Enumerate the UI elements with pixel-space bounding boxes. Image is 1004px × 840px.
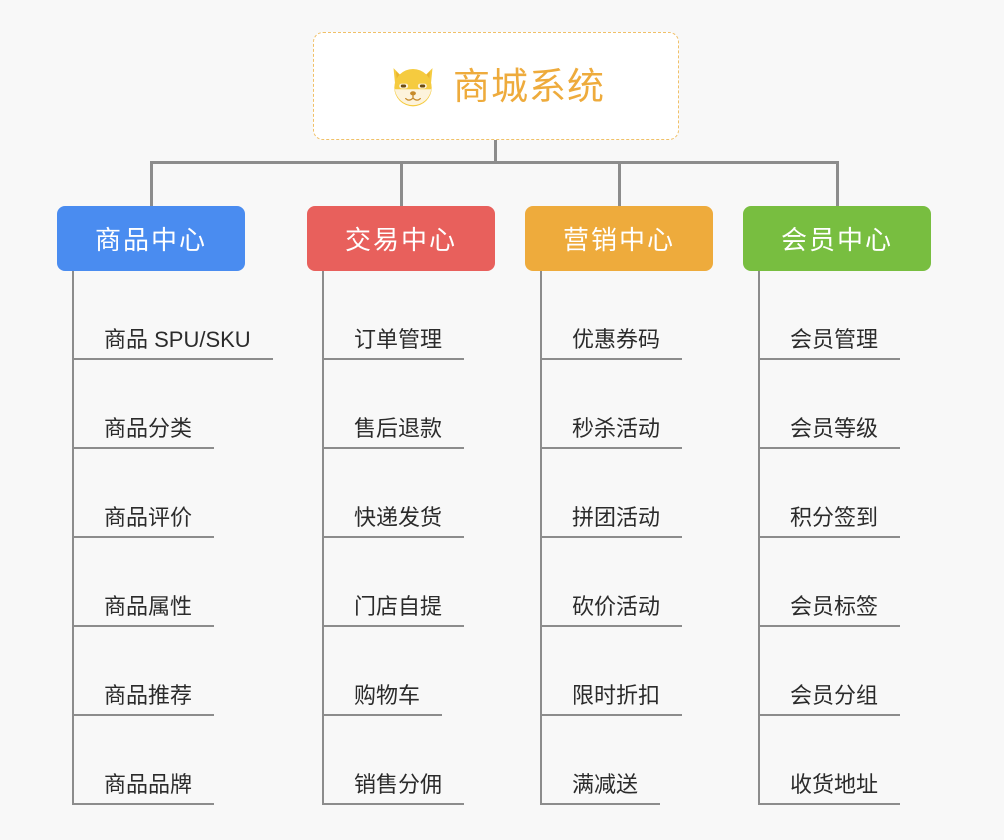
leaf-label: 商品属性 [104,593,193,619]
list-item[interactable]: 会员标签 [760,538,931,627]
list-item[interactable]: 收货地址 [760,716,931,805]
leaf-list-1: 商品 SPU/SKU 商品分类 商品评价 商品属性 商品推荐 商品品牌 [72,271,273,805]
leaf-label: 商品品牌 [104,771,193,797]
list-item[interactable]: 积分签到 [760,449,931,538]
root-title: 商城系统 [453,65,605,107]
list-item[interactable]: 订单管理 [324,271,495,360]
connector-branch-4 [836,161,839,208]
branch-product-center: 商品中心 商品 SPU/SKU 商品分类 商品评价 商品属性 商品推荐 商品品牌 [57,206,273,805]
list-item[interactable]: 优惠券码 [542,271,713,360]
leaf-label: 会员分组 [790,682,879,708]
leaf-label: 满减送 [572,771,639,797]
connector-branch-1 [150,161,153,208]
connector-root-stem [494,140,497,163]
connector-horizontal-bus [150,161,838,164]
list-item[interactable]: 商品分类 [74,360,273,449]
branch-header-2[interactable]: 交易中心 [307,206,495,271]
list-item[interactable]: 会员管理 [760,271,931,360]
list-item[interactable]: 商品品牌 [74,716,273,805]
leaf-label: 快递发货 [354,504,443,530]
leaf-label: 购物车 [354,682,421,708]
list-item[interactable]: 会员等级 [760,360,931,449]
leaf-label: 秒杀活动 [572,415,661,441]
leaf-label: 订单管理 [354,326,443,352]
branch-marketing-center: 营销中心 优惠券码 秒杀活动 拼团活动 砍价活动 限时折扣 满减送 [525,206,713,805]
leaf-label: 限时折扣 [572,682,661,708]
list-item[interactable]: 门店自提 [324,538,495,627]
list-item[interactable]: 商品评价 [74,449,273,538]
branch-header-label-2: 交易中心 [344,225,457,255]
list-item[interactable]: 销售分佣 [324,716,495,805]
list-item[interactable]: 拼团活动 [542,449,713,538]
leaf-label: 积分签到 [790,504,879,530]
list-item[interactable]: 商品 SPU/SKU [74,271,273,360]
leaf-label: 商品推荐 [104,682,193,708]
branch-header-label-4: 会员中心 [780,225,893,255]
leaf-label: 拼团活动 [572,504,661,530]
list-item[interactable]: 售后退款 [324,360,495,449]
leaf-list-2: 订单管理 售后退款 快递发货 门店自提 购物车 销售分佣 [322,271,495,805]
branch-trade-center: 交易中心 订单管理 售后退款 快递发货 门店自提 购物车 销售分佣 [307,206,495,805]
branch-member-center: 会员中心 会员管理 会员等级 积分签到 会员标签 会员分组 收货地址 [743,206,931,805]
branch-header-label-1: 商品中心 [94,225,207,255]
list-item[interactable]: 会员分组 [760,627,931,716]
leaf-label: 销售分佣 [354,771,443,797]
leaf-label: 商品 SPU/SKU [104,326,251,352]
leaf-label: 会员标签 [790,593,879,619]
branch-header-3[interactable]: 营销中心 [525,206,713,271]
root-node[interactable]: 商城系统 [313,32,679,140]
leaf-label: 会员等级 [790,415,879,441]
leaf-label: 售后退款 [354,415,443,441]
connector-branch-2 [400,161,403,208]
list-item[interactable]: 秒杀活动 [542,360,713,449]
list-item[interactable]: 商品属性 [74,538,273,627]
leaf-label: 优惠券码 [572,326,661,352]
list-item[interactable]: 砍价活动 [542,538,713,627]
leaf-list-4: 会员管理 会员等级 积分签到 会员标签 会员分组 收货地址 [758,271,931,805]
leaf-label: 砍价活动 [572,593,661,619]
shiba-dog-face-icon [393,68,433,107]
leaf-label: 商品分类 [104,415,193,441]
leaf-label: 收货地址 [790,771,879,797]
branch-header-1[interactable]: 商品中心 [57,206,245,271]
branch-header-4[interactable]: 会员中心 [743,206,931,271]
leaf-label: 商品评价 [104,504,193,530]
list-item[interactable]: 限时折扣 [542,627,713,716]
leaf-label: 会员管理 [790,326,879,352]
leaf-list-3: 优惠券码 秒杀活动 拼团活动 砍价活动 限时折扣 满减送 [540,271,713,805]
list-item[interactable]: 满减送 [542,716,713,805]
list-item[interactable]: 快递发货 [324,449,495,538]
branch-header-label-3: 营销中心 [562,225,675,255]
leaf-label: 门店自提 [354,593,443,619]
list-item[interactable]: 商品推荐 [74,627,273,716]
list-item[interactable]: 购物车 [324,627,495,716]
connector-branch-3 [618,161,621,208]
